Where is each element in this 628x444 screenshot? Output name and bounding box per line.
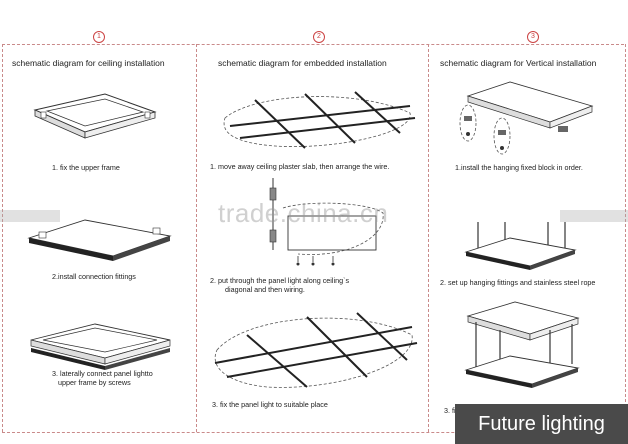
- panel-title-embedded: schematic diagram for embedded installat…: [218, 58, 387, 68]
- panel-top-border: [2, 44, 624, 45]
- panel-title-vertical: schematic diagram for Vertical installat…: [440, 58, 597, 68]
- embedded-step-2-line-1: 2. put through the panel light along cei…: [210, 276, 350, 285]
- ceiling-grid-illustration: [223, 91, 416, 149]
- hanging-rope-illustration: [464, 222, 577, 270]
- panel-embedded-installation: [196, 44, 429, 432]
- brand-label: Future lighting: [455, 404, 628, 444]
- upper-frame-illustration: [33, 93, 157, 139]
- panel-number-1: 1: [93, 31, 105, 43]
- panel-ceiling-installation: [2, 44, 197, 432]
- vertical-step-3: 3. fi: [444, 406, 456, 415]
- ceiling-step-1: 1. fix the upper frame: [52, 163, 120, 172]
- panel-fixed-illustration: [214, 312, 418, 388]
- watermark-text: trade.china.cn: [218, 198, 389, 228]
- vertical-step-2: 2. set up hanging fittings and stainless…: [440, 278, 596, 287]
- panel-vertical-installation: [428, 44, 626, 432]
- ceiling-step-2: 2.install connection fittings: [52, 272, 136, 281]
- embedded-step-1: 1. move away ceiling plaster slab, then …: [210, 162, 390, 171]
- panel-title-ceiling: schematic diagram for ceiling installati…: [12, 58, 165, 68]
- vertical-fixed-illustration: [464, 301, 580, 388]
- connection-fittings-illustration: [27, 219, 172, 261]
- embedded-step-2-line-2: diagonal and then wiring.: [225, 285, 305, 294]
- panel-wiring-illustration: [269, 178, 384, 266]
- panel-number-2: 2: [313, 31, 325, 43]
- ceiling-step-3-line-2: upper frame by screws: [58, 378, 131, 387]
- frame-panel-connect-illustration: [30, 323, 171, 370]
- vertical-step-1: 1.install the hanging fixed block in ord…: [455, 163, 583, 172]
- hanging-block-illustration: [459, 81, 594, 155]
- watermark-bar-left: [0, 210, 60, 222]
- panel-bottom-border: [2, 432, 624, 433]
- watermark-bar-right: [560, 210, 628, 222]
- panel-number-3: 3: [527, 31, 539, 43]
- embedded-step-3: 3. fix the panel light to suitable place: [212, 400, 328, 409]
- ceiling-step-3-line-1: 3. laterally connect panel lightto: [52, 369, 153, 378]
